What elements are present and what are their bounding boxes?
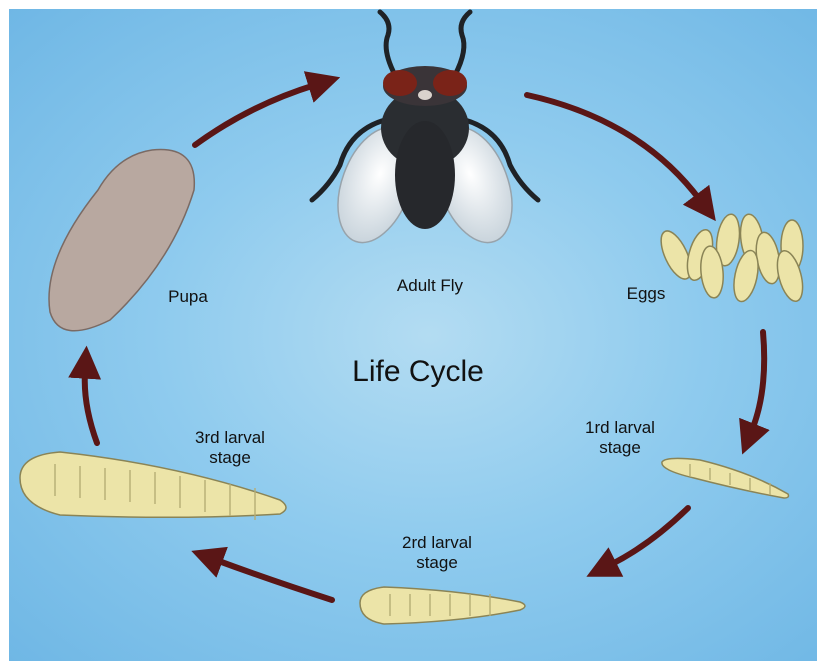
label-larva-3-line-1: 3rd larval: [165, 428, 295, 448]
label-eggs: Eggs: [596, 284, 696, 304]
label-larva-2-line-1: 2rd larval: [372, 533, 502, 553]
adult-fly-illustration: [312, 12, 538, 253]
arrow-larva3-to-pupa: [85, 372, 97, 443]
label-adult-fly: Adult Fly: [360, 276, 500, 296]
diagram-title: Life Cycle: [318, 355, 518, 390]
label-pupa: Pupa: [138, 287, 238, 307]
arrow-larva1-to-larva2: [610, 508, 688, 565]
larva-1-illustration: [662, 458, 789, 498]
arrow-larva2-to-larva3: [216, 560, 332, 600]
label-larva-2-line-2: stage: [372, 553, 502, 573]
label-larva-2: 2rd larval stage: [372, 533, 502, 572]
arrow-adult-to-eggs: [527, 95, 700, 200]
arrow-pupa-to-adult: [195, 85, 315, 145]
label-larva-3: 3rd larval stage: [165, 428, 295, 467]
label-larva-1: 1rd larval stage: [555, 418, 685, 457]
label-larva-3-line-2: stage: [165, 448, 295, 468]
label-larva-1-line-2: stage: [555, 438, 685, 458]
arrow-eggs-to-larva1: [752, 332, 764, 430]
larva-2-illustration: [360, 587, 525, 624]
label-larva-1-line-1: 1rd larval: [555, 418, 685, 438]
